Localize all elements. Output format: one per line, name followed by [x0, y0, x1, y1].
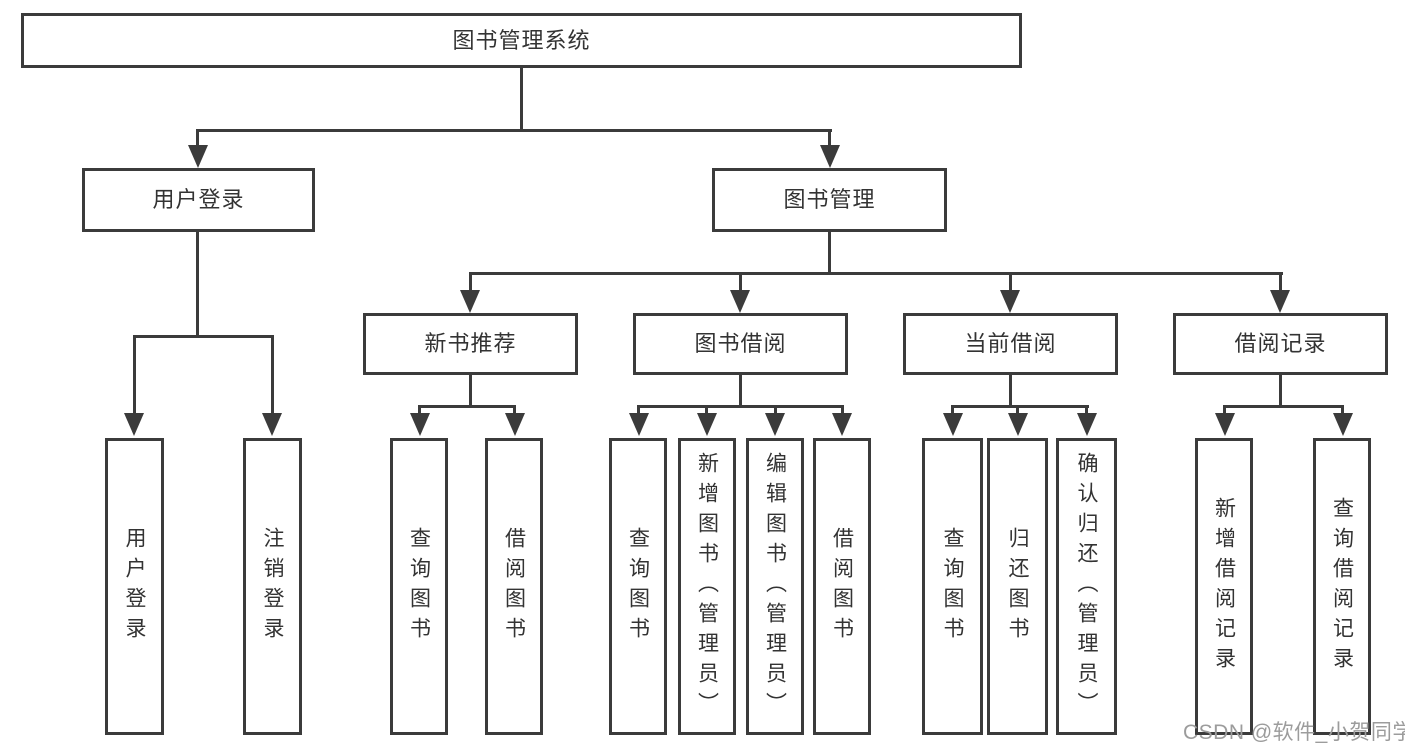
arrowhead — [460, 290, 480, 313]
node-root-system: 图书管理系统 — [21, 13, 1022, 68]
connector-line — [705, 405, 708, 417]
leaf-newbook-borrow-label: 借阅图书 — [502, 526, 526, 647]
watermark: CSDN @软件_小贺同学 — [1183, 721, 1405, 744]
connector-line — [1279, 272, 1282, 292]
connector-line — [637, 405, 844, 408]
leaf-newbook-borrow: 借阅图书 — [485, 438, 543, 735]
arrowhead — [124, 413, 144, 436]
connector-line — [520, 68, 523, 132]
connector-line — [1223, 405, 1344, 408]
leaf-borrow-query-label: 查询图书 — [626, 526, 650, 647]
leaf-borrow-edit-admin: 编辑图书（管理员） — [746, 438, 804, 735]
node-user-login: 用户登录 — [82, 168, 315, 232]
leaf-borrow-book-label: 借阅图书 — [830, 526, 854, 647]
node-new-book-recommend: 新书推荐 — [363, 313, 578, 375]
leaf-borrow-query: 查询图书 — [609, 438, 667, 735]
connector-line — [951, 405, 1089, 408]
connector-line — [828, 129, 831, 149]
arrowhead — [505, 413, 525, 436]
leaf-record-query: 查询借阅记录 — [1313, 438, 1371, 735]
leaf-current-return-label: 归还图书 — [1006, 526, 1029, 647]
connector-line — [469, 272, 472, 292]
arrowhead — [820, 145, 840, 168]
connector-line — [418, 405, 516, 408]
connector-line — [133, 335, 136, 415]
leaf-newbook-query: 查询图书 — [390, 438, 448, 735]
arrowhead — [832, 413, 852, 436]
connector-line — [1085, 405, 1088, 417]
leaf-record-add-label: 新增借阅记录 — [1212, 496, 1236, 677]
arrowhead — [410, 413, 430, 436]
arrowhead — [697, 413, 717, 436]
leaf-user-login-label: 用户登录 — [123, 526, 146, 647]
node-borrow-records: 借阅记录 — [1173, 313, 1388, 375]
arrowhead — [1077, 413, 1097, 436]
leaf-current-confirm-admin: 确认归还（管理员） — [1056, 438, 1117, 735]
connector-line — [739, 272, 742, 292]
leaf-logout-label: 注销登录 — [261, 526, 284, 647]
connector-line — [469, 272, 1283, 275]
arrowhead — [1000, 290, 1020, 313]
leaf-newbook-query-label: 查询图书 — [407, 526, 431, 647]
node-current-borrow: 当前借阅 — [903, 313, 1118, 375]
leaf-borrow-edit-admin-label: 编辑图书（管理员） — [763, 451, 787, 722]
connector-line — [1279, 375, 1282, 408]
node-book-management: 图书管理 — [712, 168, 947, 232]
connector-line — [196, 232, 199, 338]
connector-line — [637, 405, 640, 417]
leaf-borrow-book: 借阅图书 — [813, 438, 871, 735]
connector-line — [828, 232, 831, 275]
node-book-borrow: 图书借阅 — [633, 313, 848, 375]
arrowhead — [943, 413, 963, 436]
leaf-logout: 注销登录 — [243, 438, 302, 735]
connector-line — [739, 375, 742, 408]
connector-line — [133, 335, 274, 338]
leaf-record-query-label: 查询借阅记录 — [1330, 496, 1354, 677]
connector-line — [1009, 375, 1012, 408]
leaf-current-return: 归还图书 — [987, 438, 1048, 735]
connector-line — [951, 405, 954, 417]
arrowhead — [262, 413, 282, 436]
connector-line — [196, 129, 832, 132]
leaf-current-confirm-admin-label: 确认归还（管理员） — [1075, 451, 1098, 722]
connector-line — [196, 129, 199, 149]
leaf-record-add: 新增借阅记录 — [1195, 438, 1253, 735]
connector-line — [1341, 405, 1344, 417]
connector-line — [469, 375, 472, 408]
leaf-borrow-add-admin: 新增图书（管理员） — [678, 438, 736, 735]
arrowhead — [629, 413, 649, 436]
connector-line — [1009, 272, 1012, 292]
leaf-borrow-add-admin-label: 新增图书（管理员） — [695, 451, 719, 722]
connector-line — [774, 405, 777, 417]
arrowhead — [1008, 413, 1028, 436]
connector-line — [1223, 405, 1226, 417]
leaf-user-login: 用户登录 — [105, 438, 164, 735]
connector-line — [841, 405, 844, 417]
connector-line — [271, 335, 274, 415]
connector-line — [418, 405, 421, 417]
connector-line — [513, 405, 516, 417]
arrowhead — [1270, 290, 1290, 313]
arrowhead — [1215, 413, 1235, 436]
connector-line — [1016, 405, 1019, 417]
arrowhead — [730, 290, 750, 313]
arrowhead — [188, 145, 208, 168]
arrowhead — [765, 413, 785, 436]
leaf-current-query: 查询图书 — [922, 438, 983, 735]
leaf-current-query-label: 查询图书 — [941, 526, 964, 647]
arrowhead — [1333, 413, 1353, 436]
